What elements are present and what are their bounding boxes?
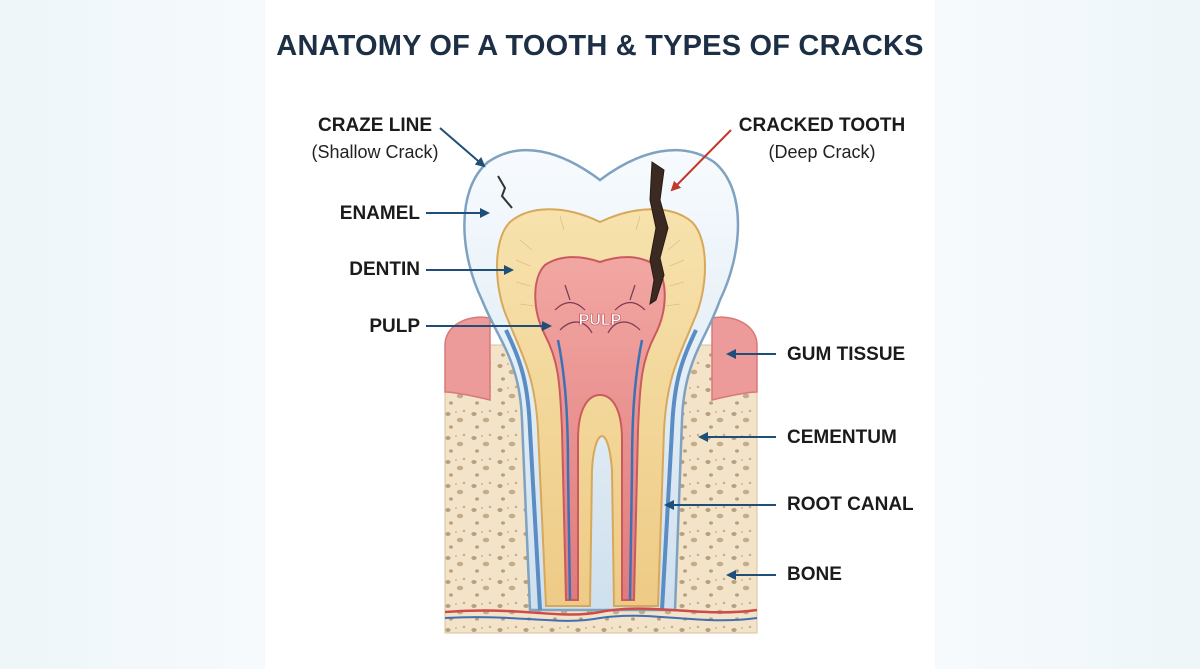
bottom-vessel-red [444,607,758,616]
cementum-label: CEMENTUM [787,427,897,448]
bone-label: BONE [787,564,842,585]
background-right [935,0,1200,669]
gum-tissue-left [444,316,491,401]
cracked-tooth-sublabel: (Deep Crack) [768,142,876,162]
dentin-texture [515,215,685,307]
craze-line-crack [497,175,513,209]
craze-line-pointer [439,127,486,168]
enamel-label: ENAMEL [339,203,420,224]
pulp-vessels [554,284,646,334]
craze-line-label: CRAZE LINE [318,115,432,136]
root-canal-label: ROOT CANAL [787,494,914,515]
gum-tissue-right [711,316,758,401]
cementum-right [660,329,698,611]
gum-tissue-label: GUM TISSUE [787,344,906,365]
deep-crack [649,161,669,306]
cementum-left [504,329,542,611]
diagram-title: ANATOMY OF A TOOTH & TYPES OF CRACKS [276,30,924,62]
cracked-tooth-pointer [670,129,732,192]
bottom-vessel-blue [444,614,758,622]
root-canal-left [556,339,572,601]
craze-line-sublabel: (Shallow Crack) [311,142,439,162]
dentin-label: DENTIN [349,259,420,280]
background-left [0,0,265,669]
pulp-inner-label: PULP [579,312,622,329]
pulp-label: PULP [369,316,420,337]
cracked-tooth-label: CRACKED TOOTH [738,115,906,136]
root-canal-right [628,339,644,601]
